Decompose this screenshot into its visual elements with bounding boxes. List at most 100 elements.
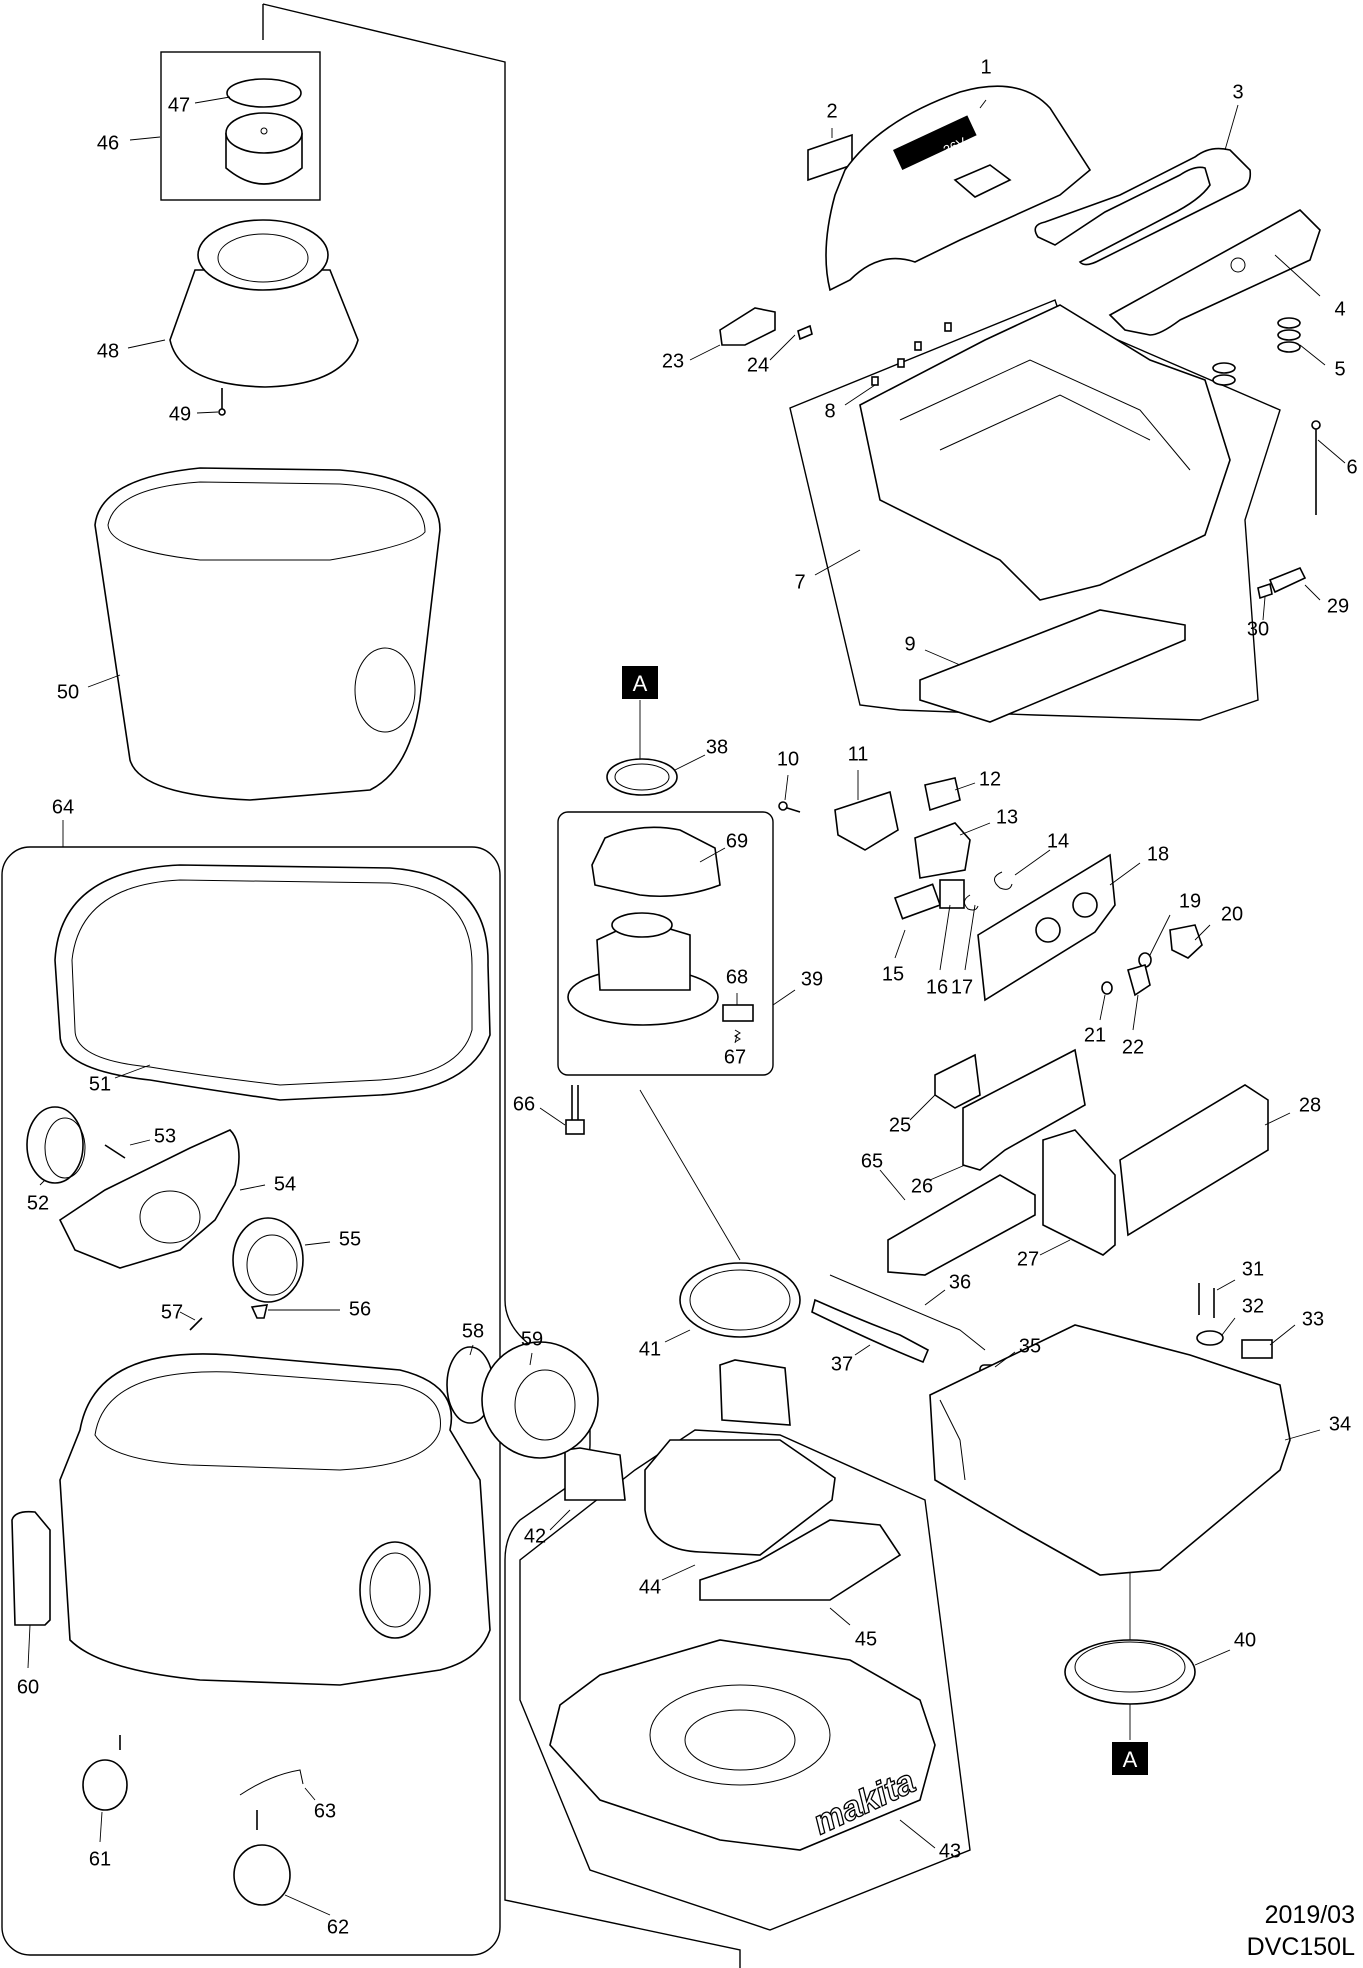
- part-38-seal-ring: [606, 758, 678, 796]
- part-number-label: 5: [1334, 358, 1345, 380]
- leader-line: [829, 1607, 851, 1626]
- callout-31: 31: [1216, 1258, 1264, 1291]
- callout-56: 56: [268, 1298, 371, 1320]
- part-number-label: 13: [996, 806, 1018, 828]
- part-52-inlet-collar: [26, 1106, 86, 1184]
- part-number-label: 46: [97, 132, 119, 154]
- part-41-motor-ring: [679, 1262, 801, 1338]
- leader-line: [664, 1329, 691, 1343]
- leader-line: [304, 1241, 331, 1246]
- leader-line: [179, 1311, 196, 1321]
- callout-8: 8: [824, 384, 876, 422]
- part-number-label: 67: [724, 1046, 746, 1068]
- leader-line: [899, 1819, 936, 1849]
- callout-45: 45: [829, 1607, 877, 1650]
- leader-line: [1194, 1649, 1231, 1666]
- part-number-label: 48: [97, 340, 119, 362]
- callout-13: 13: [959, 806, 1018, 836]
- part-46-filter: [225, 112, 303, 185]
- callout-59: 59: [521, 1328, 543, 1366]
- part-number-label: 25: [889, 1114, 911, 1136]
- callout-15: 15: [882, 929, 906, 985]
- leader-line: [954, 782, 976, 791]
- group-frame-46: [160, 51, 321, 201]
- part-45-foam-insert: [699, 1519, 902, 1601]
- callout-44: 44: [639, 1564, 696, 1598]
- part-number-label: 15: [882, 963, 904, 985]
- callout-26: 26: [911, 1164, 966, 1197]
- part-number-label: 21: [1084, 1024, 1106, 1046]
- part-number-label: 4: [1334, 298, 1345, 320]
- part-number-label: 1: [980, 56, 991, 78]
- part-number-label: 55: [339, 1228, 361, 1250]
- part-12-connector: [924, 777, 961, 812]
- leader-line: [734, 1034, 738, 1044]
- leader-line: [87, 674, 121, 688]
- part-24-spring: [797, 324, 813, 341]
- part-27-cover: [1042, 1129, 1116, 1256]
- callout-27: 27: [1017, 1239, 1071, 1270]
- part-number-label: 33: [1302, 1308, 1324, 1330]
- leader-line: [196, 411, 219, 414]
- leader-line: [239, 1184, 266, 1191]
- part-28-battery-housing: [1119, 1084, 1269, 1237]
- leader-line: [1274, 254, 1321, 297]
- leader-line: [699, 847, 726, 863]
- part-50-tank-liner: [94, 467, 441, 801]
- leader-line: [769, 334, 796, 361]
- part-number-label: 29: [1327, 595, 1349, 617]
- callout-16: 16: [926, 904, 951, 998]
- part-number-label: 20: [1221, 903, 1243, 925]
- part-33-terminal-block: [1241, 1339, 1273, 1359]
- part-22-knob: [1127, 963, 1151, 997]
- callout-64: 64: [52, 796, 74, 847]
- leader-line: [284, 1894, 331, 1916]
- leader-line: [979, 99, 987, 109]
- leader-line: [129, 136, 161, 141]
- callout-57: 57: [161, 1301, 196, 1323]
- callout-4: 4: [1274, 254, 1346, 320]
- leader-line: [1039, 1239, 1071, 1256]
- part-34-lower-housing: [929, 1324, 1291, 1576]
- callout-1: 1: [979, 56, 992, 109]
- leader-line: [99, 1811, 103, 1843]
- part-43-base: makita: [549, 1639, 936, 1851]
- part-55-hose-connector: [232, 1217, 304, 1303]
- callout-21: 21: [1084, 994, 1106, 1046]
- part-44-foam-ring: [644, 1439, 836, 1556]
- part-14-clip: [994, 871, 1013, 890]
- part-36-cable: [829, 1274, 986, 1351]
- callout-62: 62: [284, 1894, 349, 1938]
- part-59-inlet-ring: [481, 1341, 599, 1459]
- part-51-gasket: [54, 864, 491, 1101]
- leader-line: [194, 96, 231, 104]
- leader-line: [469, 1344, 474, 1356]
- callout-30: 30: [1247, 596, 1269, 640]
- part-61-caster: [82, 1735, 128, 1811]
- part-62-caster: [233, 1810, 291, 1906]
- callout-43: 43: [899, 1819, 961, 1862]
- part-number-label: 62: [327, 1916, 349, 1938]
- part-47-filter-disk: [226, 78, 302, 108]
- part-number-label: 45: [855, 1628, 877, 1650]
- callout-53: 53: [129, 1125, 176, 1147]
- leader-line: [929, 1164, 966, 1181]
- callout-25: 25: [889, 1094, 936, 1136]
- part-number-label: 34: [1329, 1413, 1351, 1435]
- leader-line: [539, 1107, 566, 1126]
- callout-41: 41: [639, 1329, 691, 1360]
- callout-35: 35: [994, 1335, 1041, 1368]
- part-number-label: 57: [161, 1301, 183, 1323]
- part-number-label: 31: [1242, 1258, 1264, 1280]
- svg-text:A: A: [633, 671, 648, 696]
- part-67-spring: [734, 1029, 741, 1043]
- leader-line: [1262, 596, 1266, 621]
- leader-line: [1132, 994, 1139, 1031]
- leader-line: [27, 1624, 31, 1669]
- leader-line: [1216, 1279, 1236, 1291]
- callout-2: 2: [826, 100, 838, 138]
- leader-line: [1109, 862, 1141, 886]
- part-number-label: 27: [1017, 1248, 1039, 1270]
- part-number-label: 26: [911, 1175, 933, 1197]
